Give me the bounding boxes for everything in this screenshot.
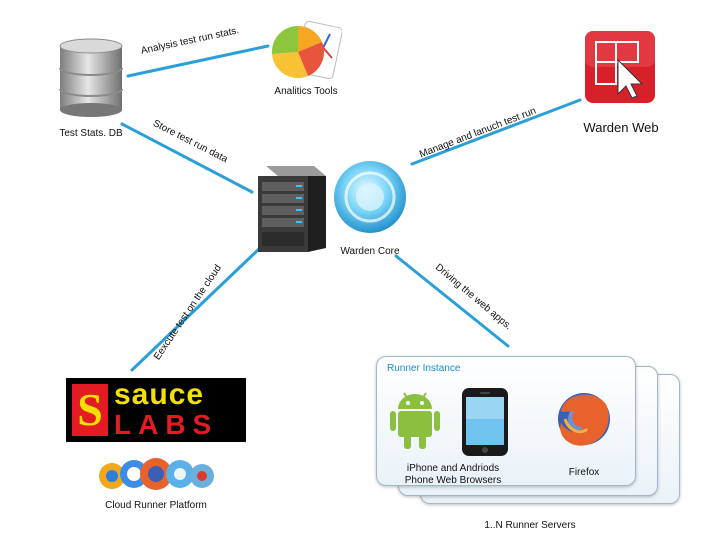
warden-core-label: Warden Core xyxy=(340,246,400,257)
cloud-platform-label: Cloud Runner Platform xyxy=(105,500,207,511)
edge-web-core xyxy=(410,98,582,166)
runner-servers-label: 1..N Runner Servers xyxy=(484,520,576,531)
edge-core-sauce xyxy=(130,246,262,372)
iphone-icon xyxy=(462,388,508,456)
labs-word: LABS xyxy=(114,409,219,440)
runner-instance-title: Runner Instance xyxy=(387,363,461,374)
edge-core-runner xyxy=(394,254,510,348)
phones-text: iPhone and Andriods Phone Web Browsers xyxy=(393,463,513,487)
cursor-icon xyxy=(585,31,655,103)
edge-db-analytics xyxy=(126,44,270,78)
edge-db-core xyxy=(120,122,254,194)
browsers-icon xyxy=(99,458,214,490)
phones-line-2: Phone Web Browsers xyxy=(404,475,502,486)
android-icon xyxy=(390,392,440,449)
server-icon xyxy=(258,166,326,252)
firefox-label: Firefox xyxy=(568,467,600,478)
db-label: Test Stats. DB xyxy=(59,128,123,139)
warden-web-label: Warden Web xyxy=(583,120,659,135)
sauce-word: sauce xyxy=(114,378,205,411)
database-icon xyxy=(59,38,123,117)
firefox-icon xyxy=(558,393,610,446)
phones-line-1: iPhone and Andriods xyxy=(406,463,500,474)
sauce-s-mark: S xyxy=(72,384,108,436)
pie-chart-icon xyxy=(271,20,342,80)
sauce-labs-logo: S sauce LABS xyxy=(66,378,246,442)
runner-card-front: Runner Instance iPhone and Andriods Phon… xyxy=(376,356,636,486)
core-orb-icon xyxy=(334,161,406,233)
analytics-label: Analitics Tools xyxy=(274,86,338,97)
